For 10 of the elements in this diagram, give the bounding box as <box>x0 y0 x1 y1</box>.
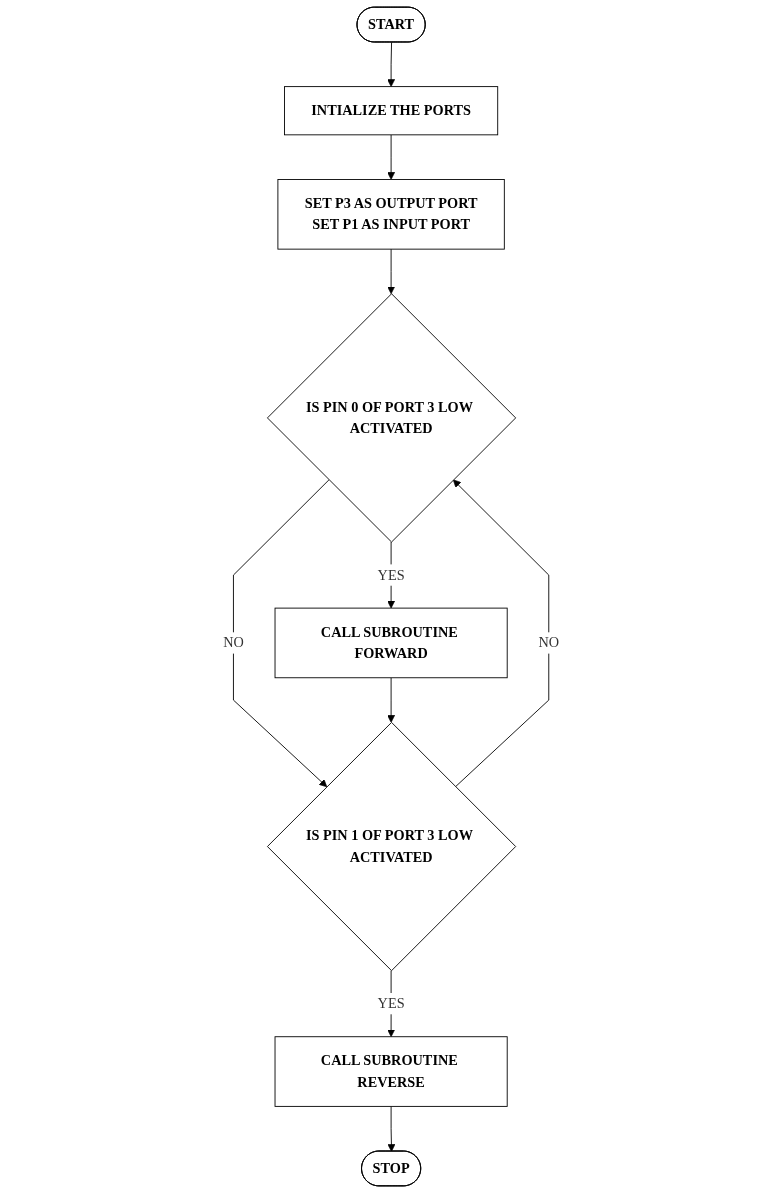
edge-label: NO <box>538 634 560 651</box>
edge-label: YES <box>378 567 405 583</box>
node-box: INTIALIZE THE PORTS <box>284 86 499 136</box>
node-diamond: IS PIN 0 OF PORT 3 LOW ACTIVATED <box>267 293 517 543</box>
node-box: CALL SUBROUTINE REVERSE <box>274 1036 509 1107</box>
node-box: CALL SUBROUTINE FORWARD <box>274 607 509 679</box>
node-diamond: IS PIN 1 OF PORT 3 LOW ACTIVATED <box>267 721 517 972</box>
node-box: SET P3 AS OUTPUT PORT SET P1 AS INPUT PORT <box>277 179 506 250</box>
edge-label: YES <box>378 995 405 1011</box>
edge-label: NO <box>223 634 245 651</box>
